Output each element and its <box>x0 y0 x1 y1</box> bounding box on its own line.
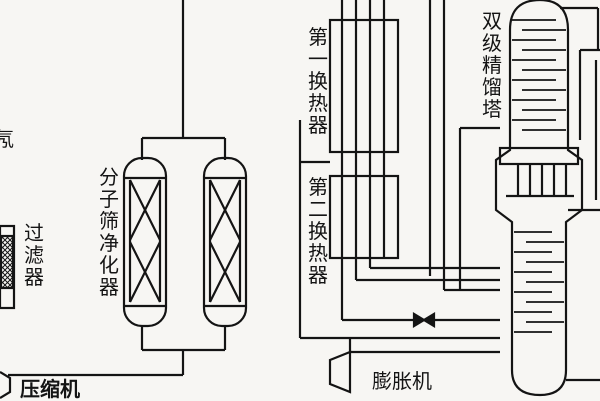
sieve-vessel-2 <box>202 156 248 328</box>
double-column-body <box>494 0 600 397</box>
filter-label: 过滤器 <box>24 221 44 289</box>
molecular-sieve-label: 分子筛净化器 <box>99 165 119 299</box>
double-column-label: 双级精馏塔 <box>482 9 502 121</box>
upper-trays <box>512 19 566 131</box>
expander-label: 膨胀机 <box>372 369 432 393</box>
fragment-label: 氖 <box>0 127 14 151</box>
filter-unit <box>0 224 16 310</box>
lower-trays <box>514 231 564 333</box>
valve-icon <box>412 312 436 328</box>
heat-exchanger-1-label: 第一换热器 <box>308 25 328 137</box>
heat-exchanger-2-label: 第二换热器 <box>308 175 328 287</box>
heat-exchanger-2-body <box>328 174 400 260</box>
compressor-icon <box>0 371 12 399</box>
expander-icon <box>328 350 352 394</box>
heat-exchanger-1-body <box>328 18 400 154</box>
compressor-label: 压缩机 <box>20 377 80 401</box>
sieve-vessel-1 <box>122 156 168 328</box>
